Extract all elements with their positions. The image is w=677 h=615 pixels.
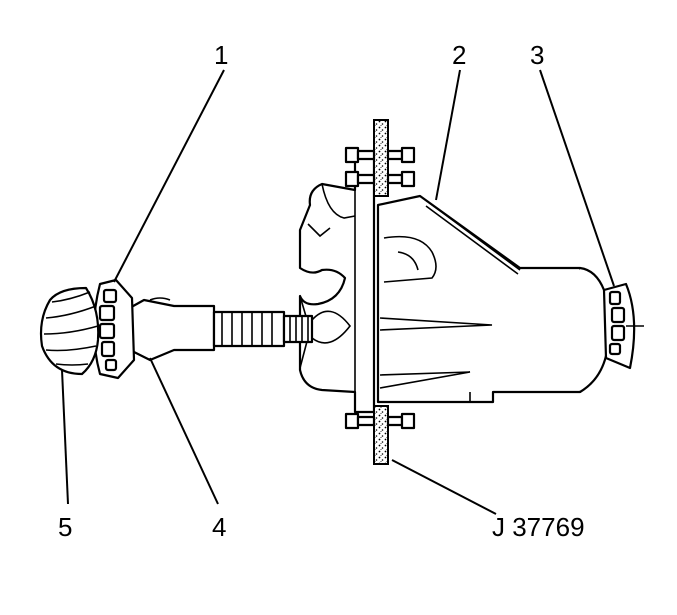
pinion-gear-5 bbox=[39, 286, 100, 376]
housing-body bbox=[376, 194, 600, 404]
leader-tool bbox=[391, 459, 497, 515]
callout-4: 4 bbox=[212, 512, 226, 542]
callout-3: 3 bbox=[530, 40, 544, 70]
lower-bolts bbox=[344, 412, 416, 430]
shaft-body bbox=[124, 298, 216, 362]
callout-2: 2 bbox=[452, 40, 466, 70]
callout-5: 5 bbox=[58, 512, 72, 542]
pinion-bearing-1 bbox=[92, 278, 136, 380]
upper-bolts bbox=[344, 146, 416, 188]
leader-2 bbox=[435, 69, 461, 201]
bearing-race-3 bbox=[602, 282, 644, 370]
tool-yoke bbox=[298, 153, 376, 414]
lower-plate bbox=[373, 405, 389, 465]
tool-housing bbox=[376, 194, 610, 404]
upper-plate bbox=[373, 119, 389, 197]
leader-5 bbox=[61, 369, 69, 505]
yoke-plate bbox=[298, 153, 376, 414]
leader-1 bbox=[113, 69, 225, 283]
pinion-shaft bbox=[124, 297, 352, 362]
leader-4 bbox=[149, 357, 219, 505]
shaft-spline bbox=[212, 310, 286, 348]
leader-3 bbox=[539, 69, 615, 287]
tool-number-label: J 37769 bbox=[492, 512, 585, 542]
callout-1: 1 bbox=[214, 40, 228, 70]
